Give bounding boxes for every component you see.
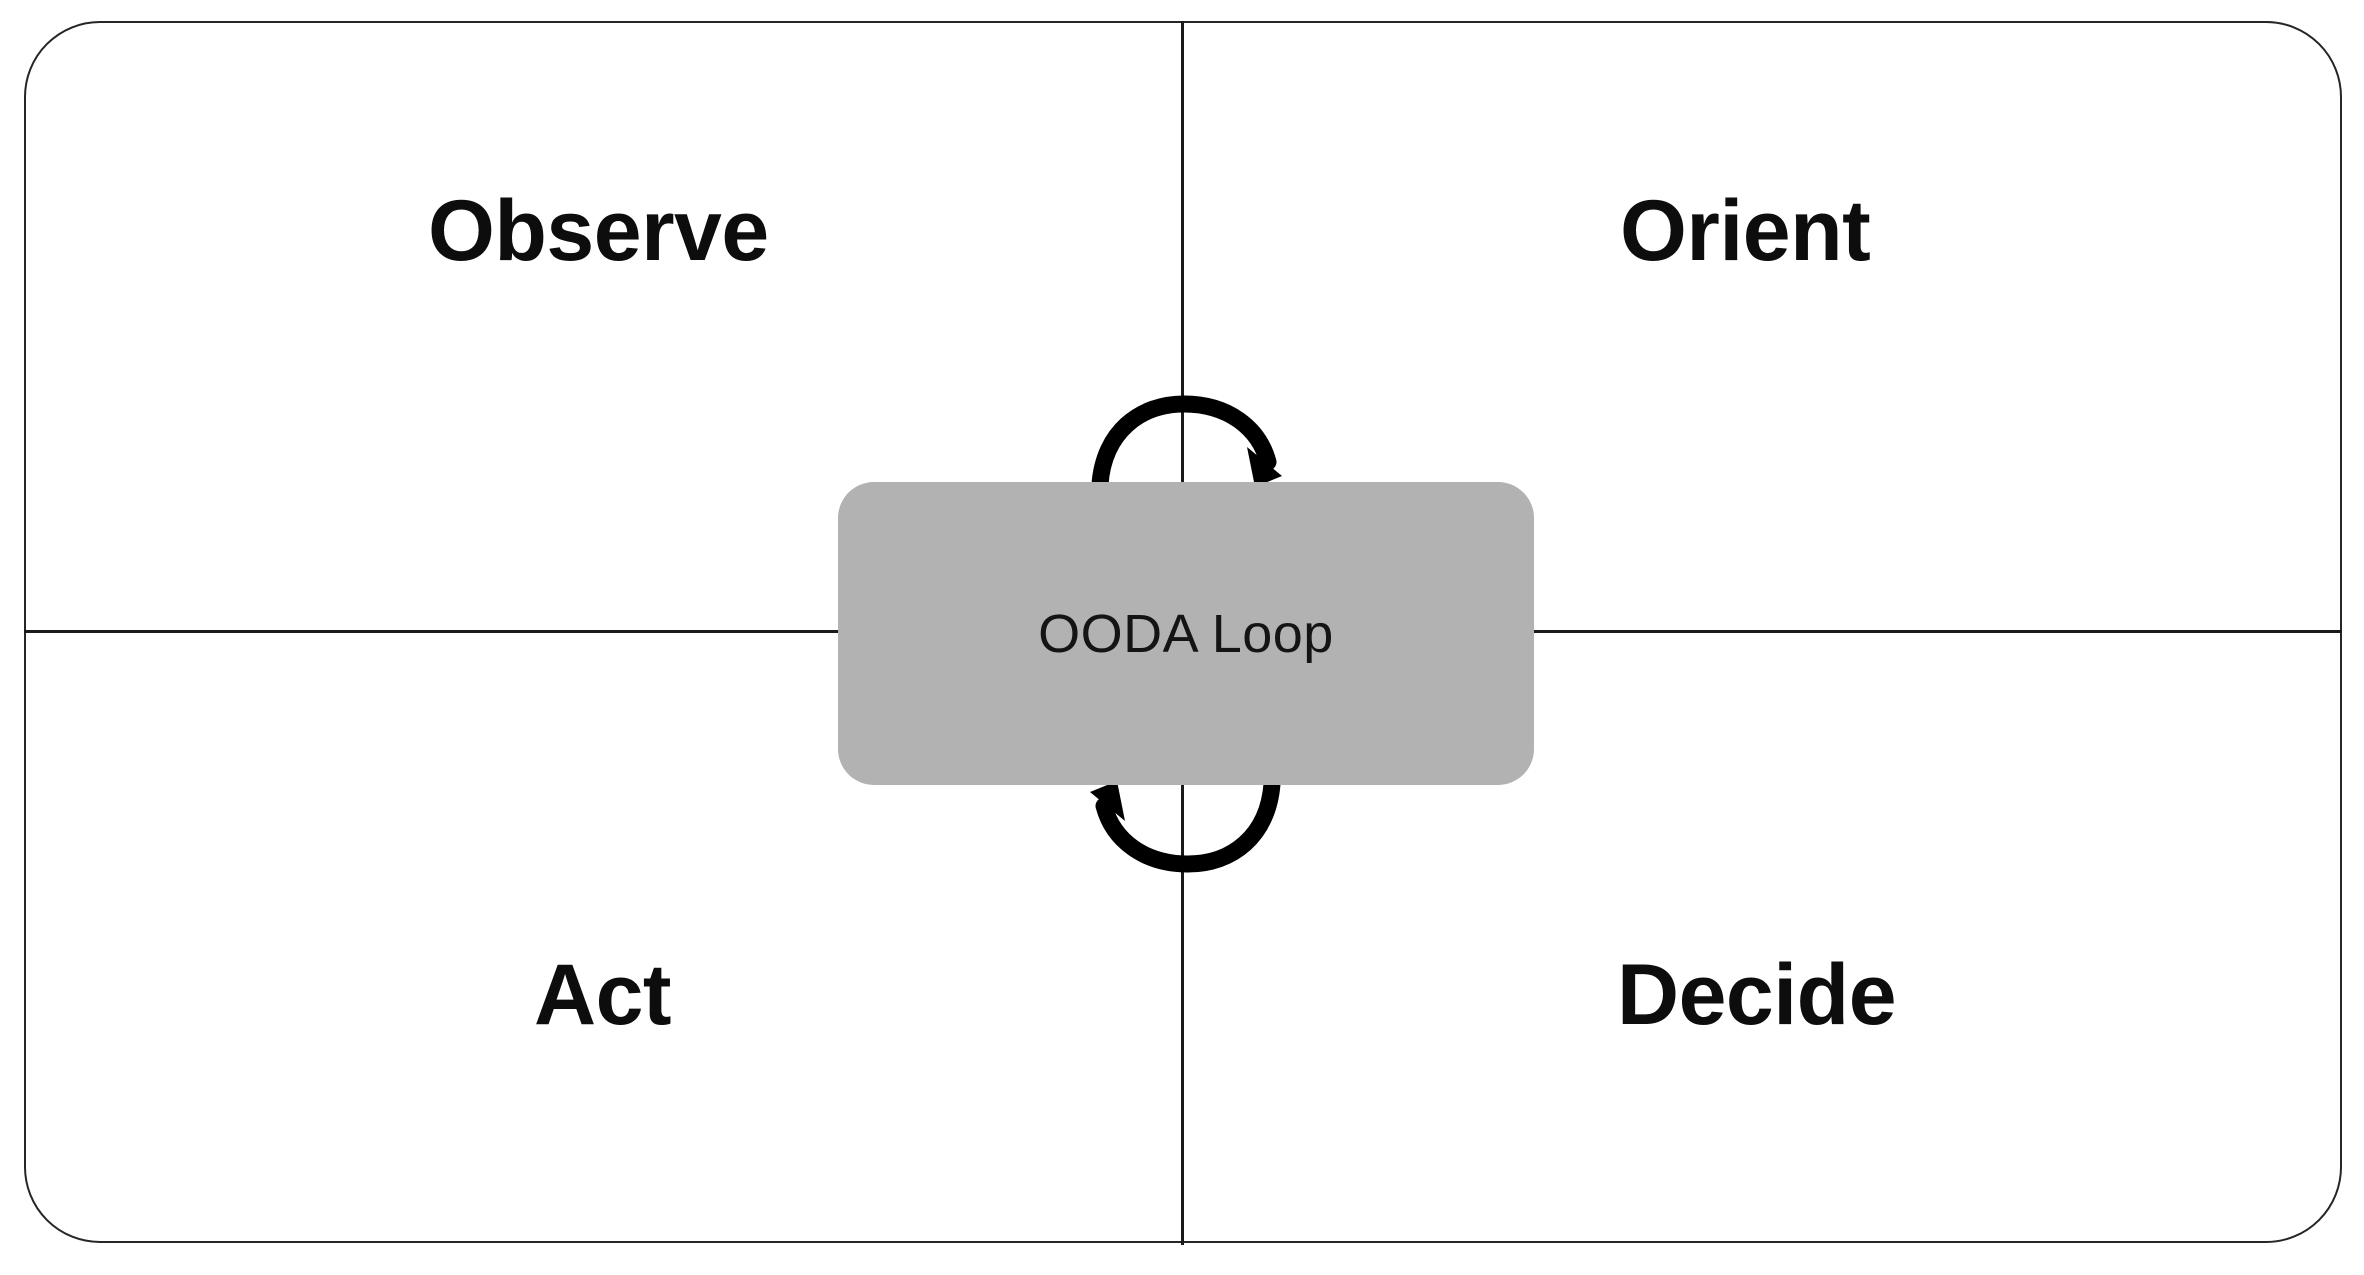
center-ooda-loop-box: OODA Loop xyxy=(838,482,1534,785)
quadrant-label-orient: Orient xyxy=(1620,183,1871,279)
center-box-label: OODA Loop xyxy=(1038,603,1334,664)
quadrant-label-act: Act xyxy=(534,947,672,1043)
quadrant-label-decide: Decide xyxy=(1617,947,1897,1043)
quadrant-label-observe: Observe xyxy=(428,183,769,279)
